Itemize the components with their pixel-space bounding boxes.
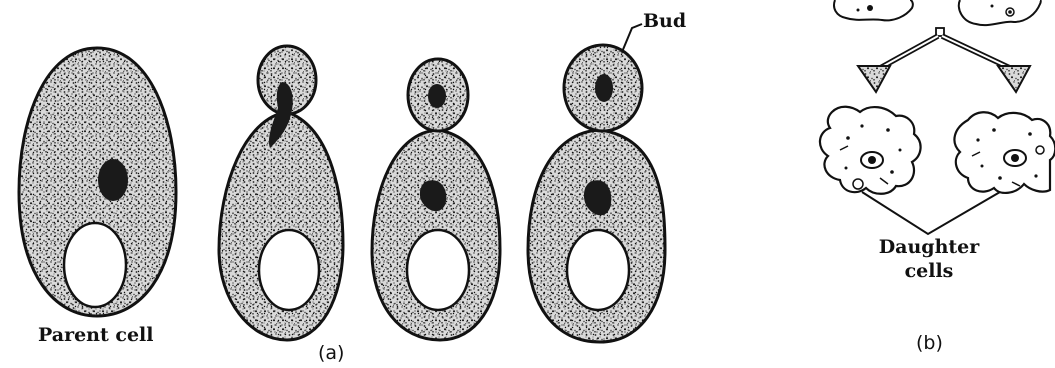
panel-b-diagram [820, 0, 1055, 234]
bud-pointer-line [622, 24, 642, 52]
daughter-label-line2: cells [870, 262, 988, 282]
nucleus [98, 159, 128, 201]
daughter-pointer-lines [862, 192, 1000, 234]
right-arrow-head [998, 66, 1030, 92]
top-amoeba-cells [834, 0, 1041, 25]
panel-a-caption: (a) [318, 344, 344, 364]
division-arrows [858, 28, 1030, 92]
left-arrow-head [858, 66, 890, 92]
daughter-cell-left [820, 107, 921, 194]
panel-b-caption: (b) [916, 334, 943, 354]
daughter-label-line1: Daughter [870, 238, 988, 258]
budding-cell-1 [219, 46, 343, 340]
budding-cell-2 [372, 59, 500, 340]
vacuole [64, 223, 126, 307]
daughter-cell-right [954, 112, 1055, 193]
budding-cell-3 [528, 45, 665, 342]
bud-label: Bud [643, 12, 686, 32]
parent-cell-label: Parent cell [38, 326, 153, 346]
parent-cell [19, 48, 176, 316]
panel-a-diagram [19, 24, 665, 342]
